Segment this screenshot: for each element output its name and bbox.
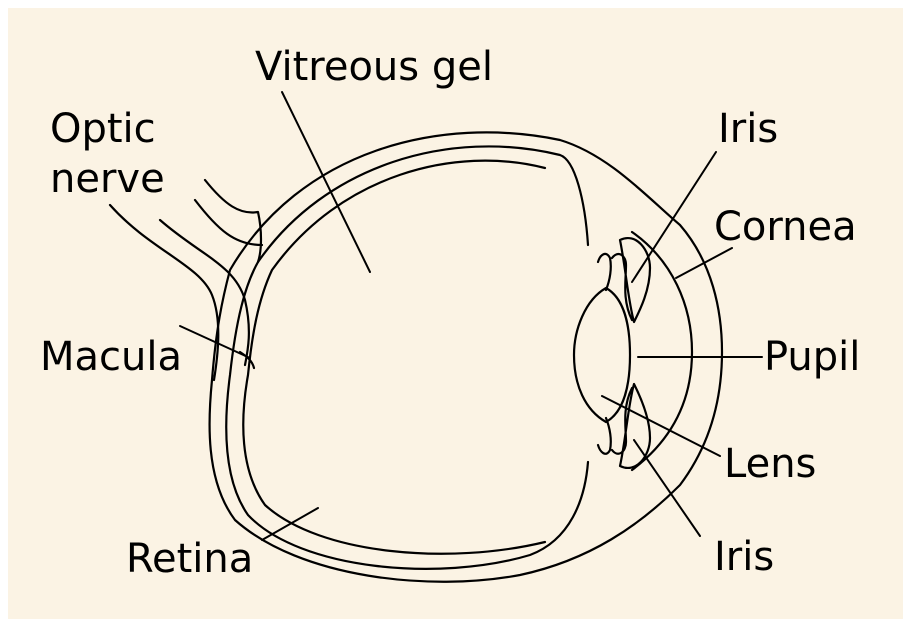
leader-lens — [602, 396, 720, 456]
label-macula: Macula — [40, 334, 182, 380]
label-cornea: Cornea — [714, 204, 857, 250]
leader-cornea — [676, 248, 732, 278]
label-iris-top: Iris — [718, 106, 778, 152]
label-vitreous-gel: Vitreous gel — [255, 44, 493, 90]
choroid-layer — [226, 146, 588, 568]
leader-retina — [262, 508, 318, 540]
lens — [574, 288, 630, 422]
label-optic-nerve-line1: Optic — [50, 106, 156, 152]
label-iris-bottom: Iris — [714, 534, 774, 580]
label-pupil: Pupil — [764, 334, 860, 380]
leader-vitreous-gel — [282, 92, 370, 272]
leader-iris-bottom — [634, 440, 700, 536]
retina-layer — [243, 161, 545, 554]
label-lens: Lens — [724, 441, 816, 487]
label-retina: Retina — [126, 536, 253, 582]
label-optic-nerve-line2: nerve — [50, 156, 165, 202]
